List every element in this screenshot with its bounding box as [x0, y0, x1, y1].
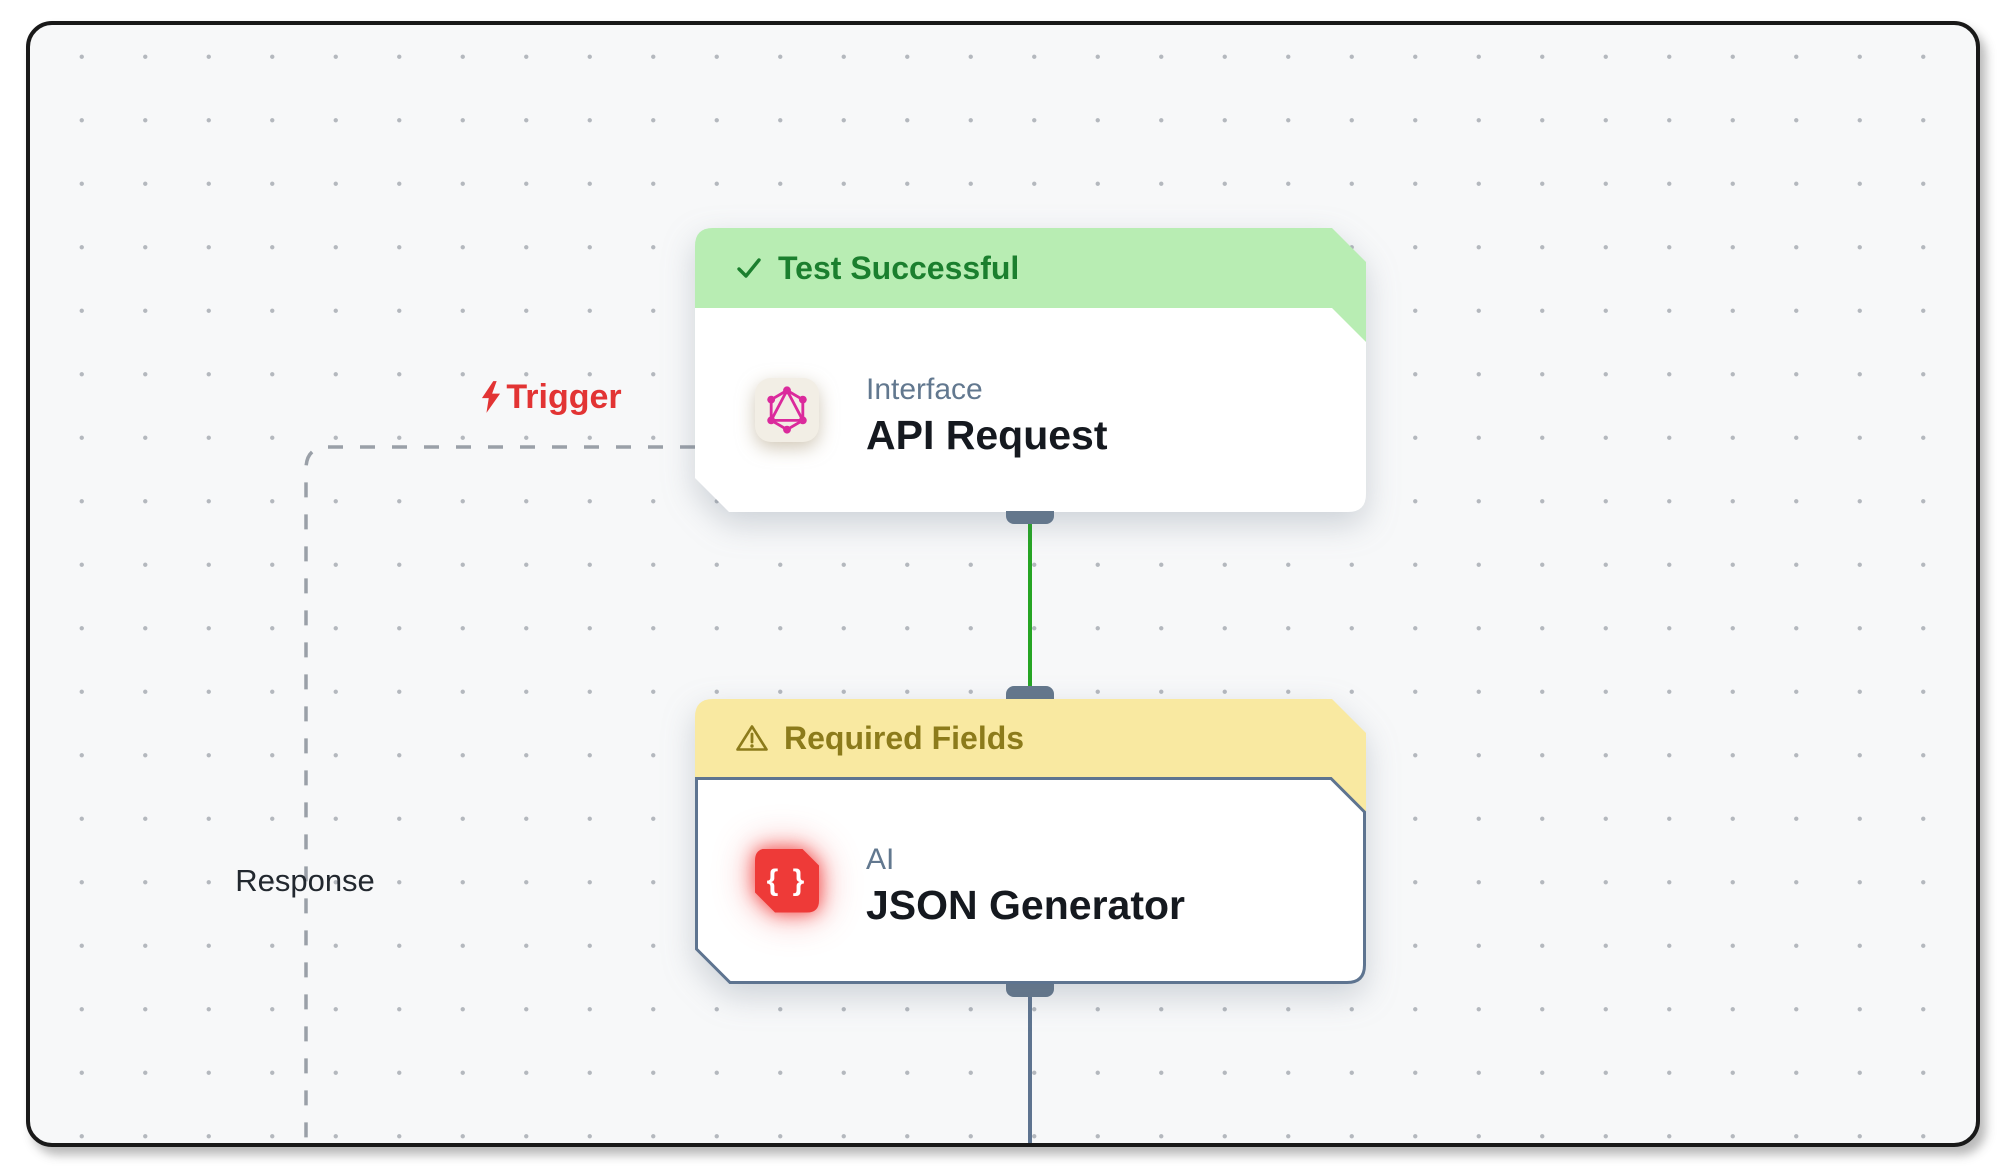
api-request-output-handle[interactable] [1006, 511, 1054, 524]
node-category: AI [866, 843, 895, 876]
check-icon [735, 254, 763, 282]
curly-braces-glyph: { } [766, 863, 808, 897]
json-generator-input-handle[interactable] [1006, 686, 1054, 700]
node-icon-glow: { } [755, 849, 819, 913]
node-title: JSON Generator [866, 882, 1185, 928]
trigger-edge-label: Trigger [440, 376, 660, 418]
node-api-request[interactable]: Test Successful [695, 228, 1366, 512]
curly-braces-icon: { } [755, 849, 819, 913]
status-banner-label: Required Fields [784, 719, 1025, 756]
node-body[interactable]: { } AI JSON Generator [695, 777, 1366, 984]
warning-icon [735, 722, 769, 754]
node-title: API Request [866, 411, 1108, 458]
trigger-edge-label-text: Trigger [506, 377, 622, 416]
graphql-icon [765, 386, 809, 434]
workflow-canvas[interactable]: Trigger Response Test Successful [26, 21, 1980, 1147]
response-edge-label: Response [200, 861, 410, 901]
node-body[interactable]: Interface API Request [695, 308, 1366, 512]
node-category: Interface [866, 372, 983, 406]
lightning-bolt-icon [482, 381, 501, 413]
json-generator-output-handle[interactable] [1006, 984, 1054, 997]
trigger-response-dashed-edge [304, 445, 695, 1143]
node-json-generator[interactable]: Required Fields { } AI JSON Generator [695, 699, 1366, 984]
status-banner-label: Test Successful [778, 249, 1020, 286]
node-icon-tile [755, 378, 819, 442]
response-edge-label-text: Response [235, 863, 375, 898]
node-border-outline [695, 777, 1366, 984]
